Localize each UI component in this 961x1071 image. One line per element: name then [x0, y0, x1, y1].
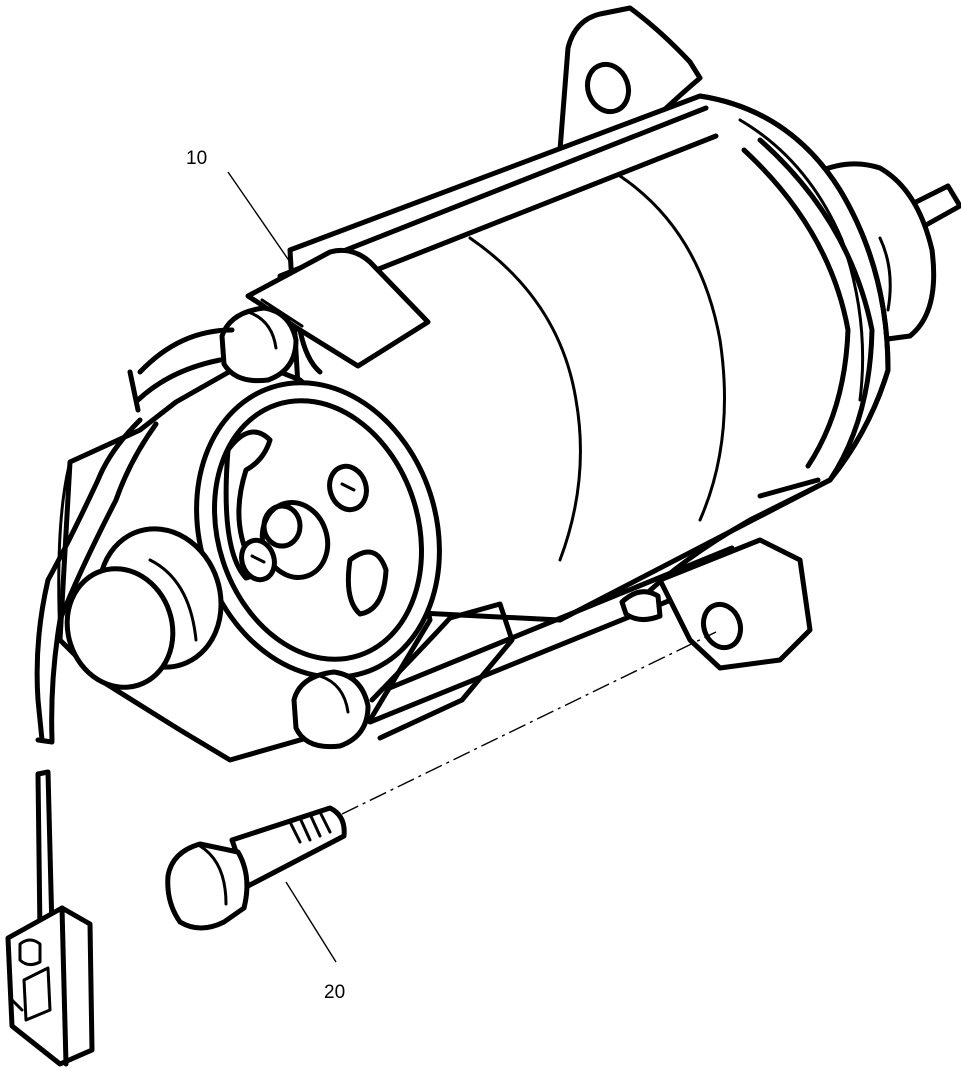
clamp-bracket: [245, 247, 431, 375]
starter-motor: [34, 5, 961, 763]
end-cap-screw-lower: [239, 537, 277, 583]
mounting-bolt: [165, 805, 347, 931]
callout-10-label: 10: [186, 148, 207, 169]
motor-housing: [287, 93, 891, 623]
bolt-alignment-centerline: [341, 631, 717, 815]
wire-connector: [5, 769, 95, 1067]
retaining-strap: [637, 137, 875, 603]
front-mounting-ear: [619, 537, 813, 671]
solenoid-terminal: [64, 526, 224, 690]
lower-strap: [369, 601, 515, 741]
wire-harness: [34, 327, 235, 745]
callout-20-leader: [285, 881, 337, 963]
end-cap: [194, 380, 442, 680]
through-bolt-nut-upper: [219, 305, 299, 384]
rear-mounting-bracket: [557, 5, 703, 153]
through-bolt-nut-lower: [291, 669, 371, 750]
callout-10-leader: [227, 171, 291, 263]
end-cap-screw-upper: [327, 463, 369, 513]
callout-20-label: 20: [324, 982, 345, 1003]
